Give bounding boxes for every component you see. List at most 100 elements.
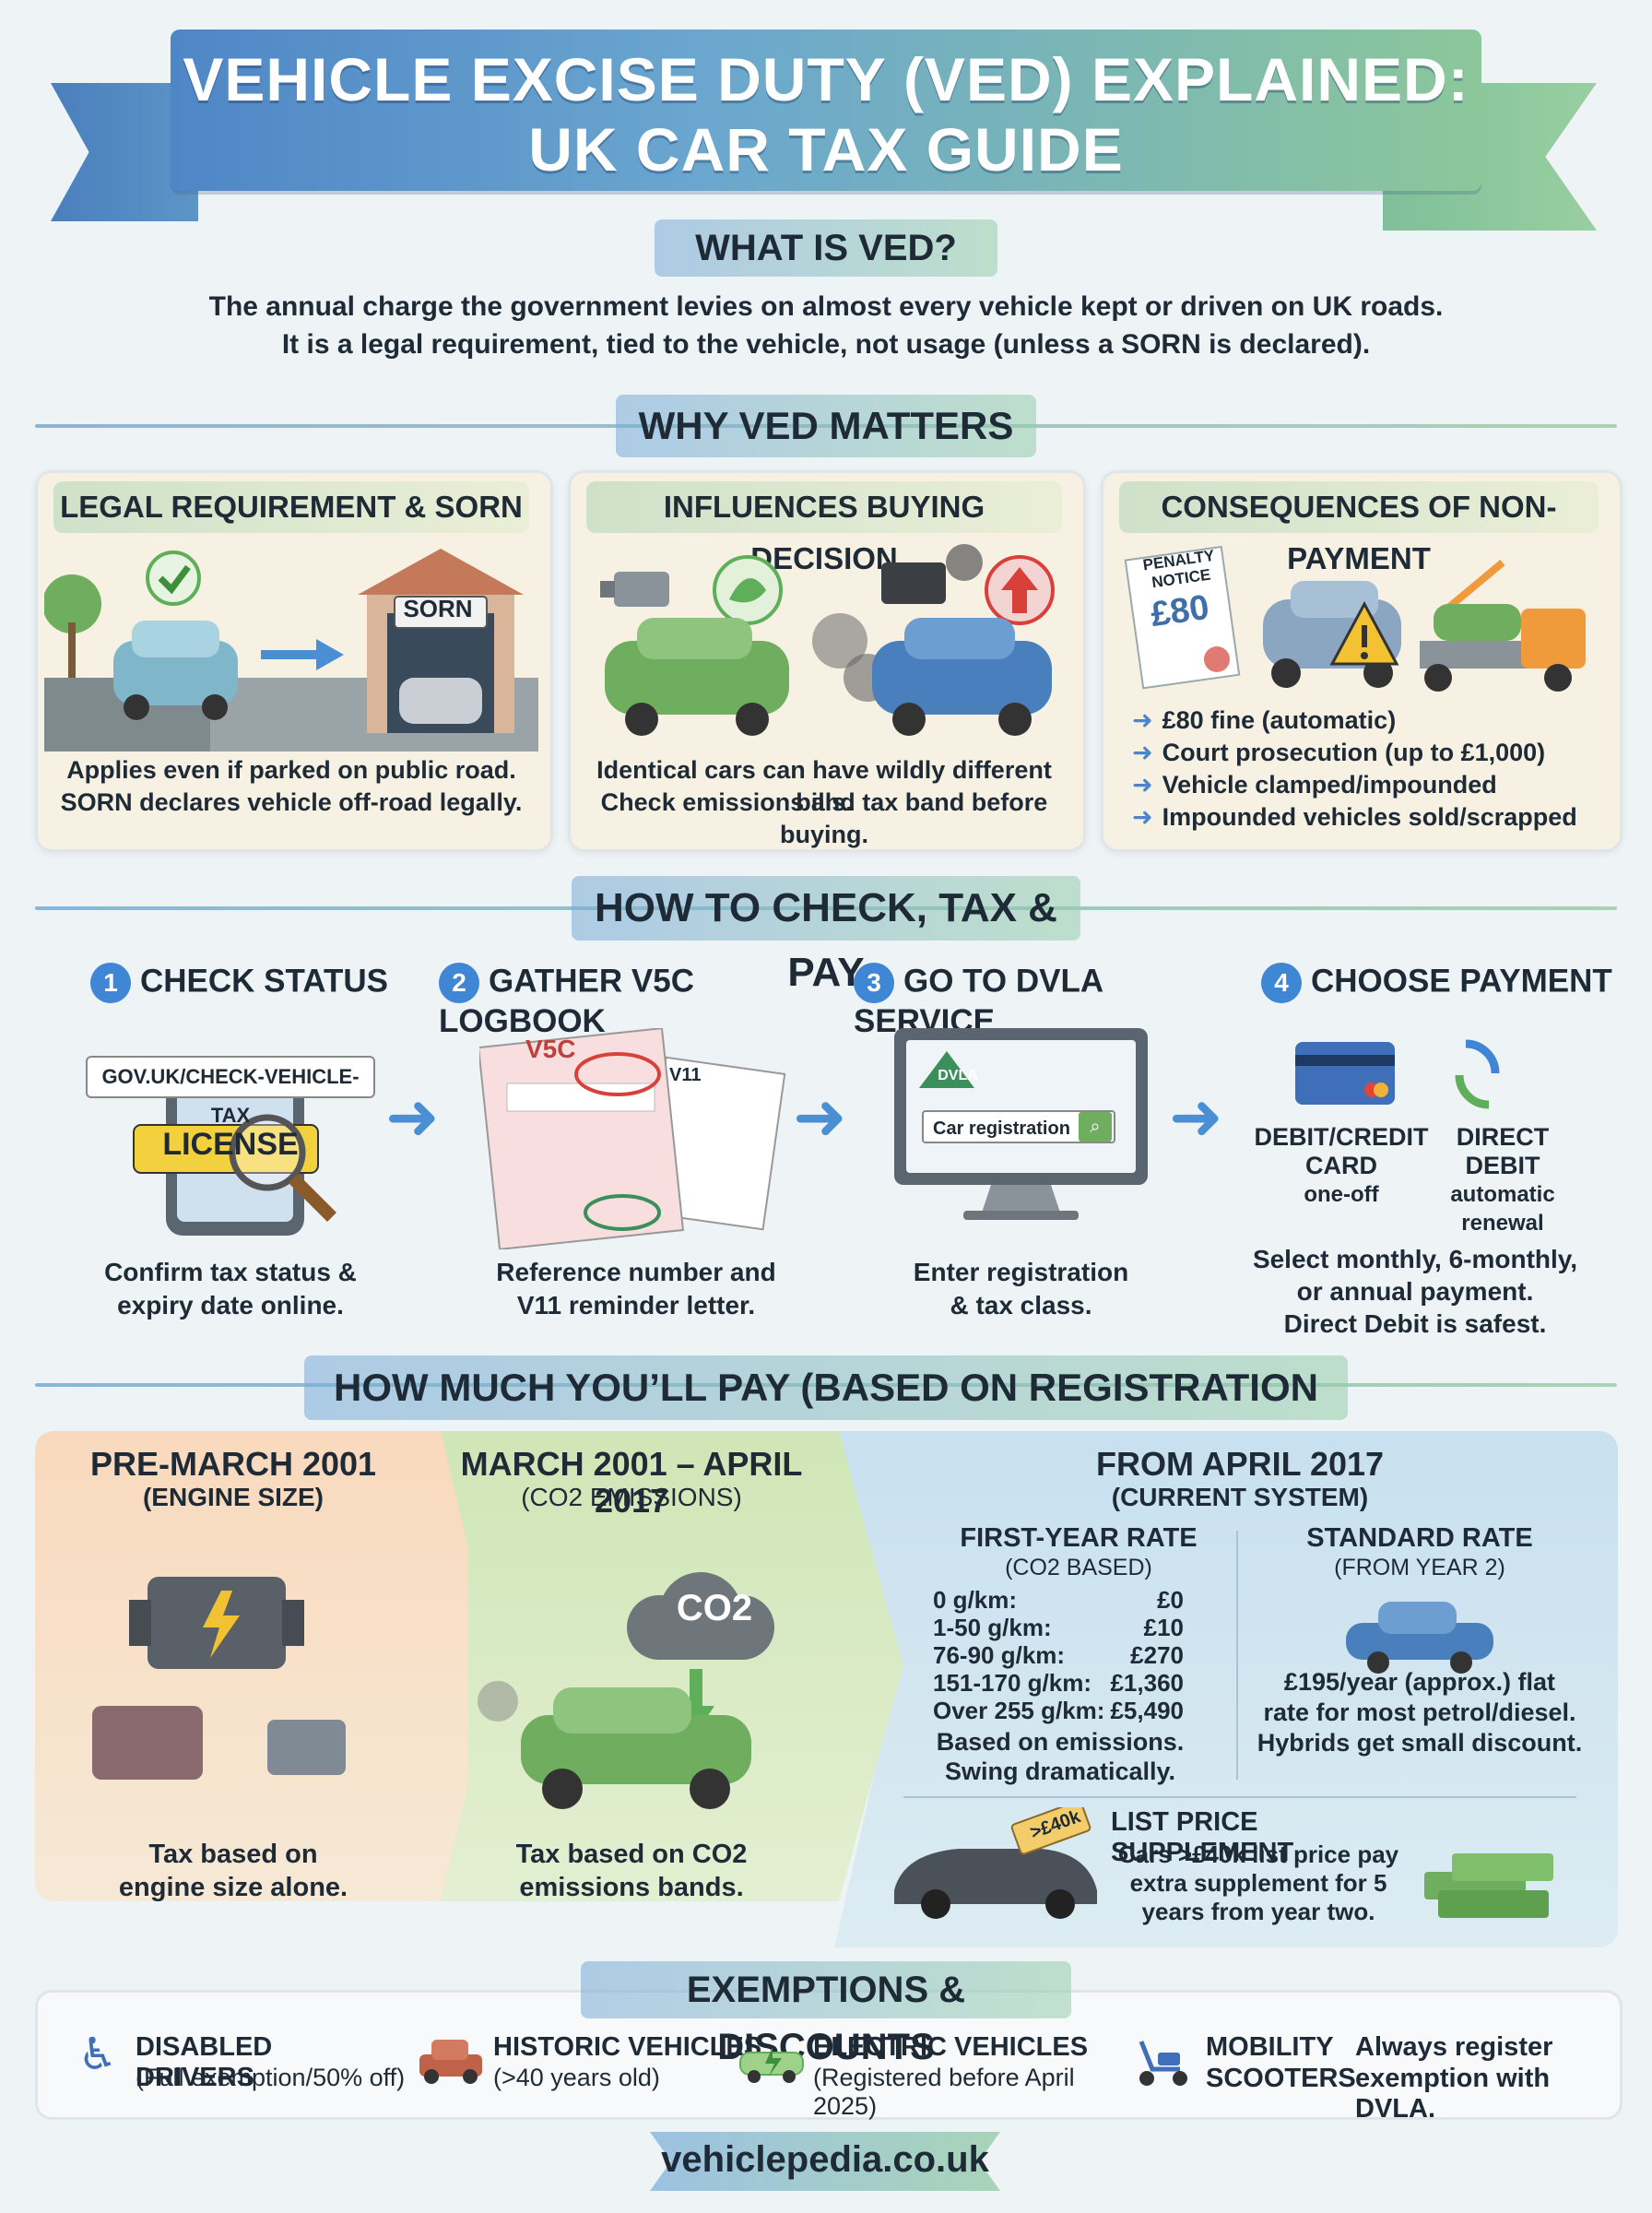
payment-icons: [1295, 1039, 1500, 1109]
step-1-line2: expiry date online.: [117, 1291, 344, 1320]
leaf-icon: [713, 555, 783, 625]
sorn-garage-illustration: [44, 549, 538, 751]
mid-line2: emissions bands.: [519, 1873, 744, 1902]
step-3-line2: & tax class.: [950, 1291, 1092, 1320]
step-3-line1: Enter registration: [913, 1258, 1129, 1286]
first-year-rate-table: 0 g/km:£0 1-50 g/km:£10 76-90 g/km:£270 …: [933, 1586, 1184, 1724]
consequence-item: ➜Court prosecution (up to £1,000): [1132, 739, 1546, 766]
wheelchair-icon: ♿: [77, 2030, 118, 2079]
standard-title: STANDARD RATE: [1306, 1523, 1533, 1553]
exempt-disabled-sub: (Full exemption/50% off): [136, 2064, 406, 2091]
tow-truck-icon: [1420, 559, 1586, 692]
vintage-car-icon: [419, 2040, 482, 2084]
arrow-right-icon: ➜: [1132, 803, 1153, 831]
column-divider: [1236, 1531, 1238, 1780]
card-option[interactable]: DEBIT/CREDIT CARD one-off: [1254, 1123, 1429, 1207]
pre2001-sub: (ENGINE SIZE): [142, 1483, 324, 1511]
title-banner: [171, 30, 1481, 191]
footer-site-link[interactable]: vehiclepedia.co.uk: [661, 2139, 989, 2180]
engines-illustration: [92, 1577, 346, 1780]
supplement-line3: years from year two.: [1141, 1898, 1375, 1925]
standard-line2: rate for most petrol/diesel.: [1263, 1698, 1576, 1726]
page-title-line1: VEHICLE EXCISE DUTY (VED) EXPLAINED:: [183, 45, 1469, 113]
price-up-icon: [985, 555, 1055, 625]
search-icon[interactable]: ⌕: [1079, 1112, 1112, 1142]
direct-debit-option[interactable]: DIRECT DEBIT automatic renewal: [1450, 1123, 1555, 1236]
what-is-ved-line2: It is a legal requirement, tied to the v…: [281, 329, 1371, 360]
comparison-cars-illustration: [600, 544, 1055, 736]
exempt-disabled-title: DISABLED DRIVERS: [136, 2032, 273, 2092]
mid-title: MARCH 2001 – APRIL 2017: [460, 1445, 803, 1520]
exempt-scooter-title2: SCOOTERS: [1206, 2064, 1356, 2093]
step-4-line2: or annual payment.: [1296, 1277, 1534, 1306]
luxury-car-icon: [894, 1807, 1097, 1919]
rate-row: 151-170 g/km:£1,360: [933, 1669, 1184, 1697]
pre2001-line1: Tax based on: [148, 1840, 318, 1869]
step-2-line2: V11 reminder letter.: [516, 1291, 756, 1320]
v5c-logbook-illustration: [479, 1028, 786, 1249]
co2-car-illustration: [478, 1572, 774, 1809]
arrow-right-icon: ➜: [793, 1081, 847, 1153]
arrow-right-icon: ➜: [1132, 706, 1153, 734]
card-buying-line2: Check emissions and tax band before buyi…: [600, 788, 1048, 848]
rate-row: 76-90 g/km:£270: [933, 1641, 1184, 1669]
supplement-line1: Cars >£40k list price pay: [1117, 1840, 1399, 1868]
garage-sign: SORN: [403, 595, 473, 622]
warning-icon: [1329, 600, 1399, 666]
what-is-ved-line1: The annual charge the government levies …: [208, 291, 1444, 322]
footer-ribbon: [650, 2132, 1000, 2191]
mid-line1: Tax based on CO2: [515, 1840, 748, 1869]
step-4-line3: Direct Debit is safest.: [1283, 1309, 1547, 1338]
rate-row: 1-50 g/km:£10: [933, 1614, 1184, 1641]
page-title-line2: UK CAR TAX GUIDE: [528, 115, 1124, 183]
money-stack-icon: [1424, 1853, 1553, 1918]
row-divider: [903, 1796, 1576, 1798]
pre2001-title: PRE-MARCH 2001: [89, 1445, 377, 1483]
card-buying-title: INFLUENCES BUYING DECISION: [586, 481, 1062, 575]
co2-cloud-icon: [627, 1572, 774, 1660]
first-year-title: FIRST-YEAR RATE: [960, 1523, 1198, 1553]
rate-row: Over 255 g/km:£5,490: [933, 1697, 1184, 1724]
penalty-illustration: [1124, 545, 1586, 692]
exempt-historic-sub: (>40 years old): [493, 2064, 660, 2091]
arrow-right-icon: ➜: [385, 1081, 440, 1153]
check-icon: [146, 550, 201, 606]
supplement-line2: extra supplement for 5: [1129, 1869, 1387, 1897]
consequence-item: ➜£80 fine (automatic): [1132, 706, 1397, 734]
panel-2001-2017: [406, 1431, 903, 1901]
engine-icon: [600, 572, 669, 607]
what-is-ved-heading: WHAT IS VED?: [655, 219, 997, 277]
blue-car-icon: [1346, 1602, 1493, 1674]
dvla-logo: DVLA: [938, 1068, 978, 1083]
exempt-electric-title: ELECTRIC VEHICLES: [813, 2032, 1089, 2062]
card-legal-title: LEGAL REQUIREMENT & SORN: [53, 481, 529, 533]
pre2001-line2: engine size alone.: [118, 1873, 348, 1902]
exempt-electric-sub: (Registered before April 2025): [813, 2064, 1075, 2120]
engine-icon: [129, 1577, 304, 1669]
first-year-note2: Swing dramatically.: [944, 1757, 1176, 1785]
consequence-list: ➜£80 fine (automatic) ➜Court prosecution…: [1132, 704, 1602, 834]
step-4-line1: Select monthly, 6-monthly,: [1252, 1245, 1578, 1273]
arrow-right-icon: ➜: [1132, 771, 1153, 799]
pay-heading: HOW MUCH YOU’LL PAY (BASED ON REGISTRATI…: [304, 1355, 1348, 1473]
magnifier-icon: [229, 1114, 336, 1222]
license-plate: LICENSE: [162, 1127, 299, 1162]
renewal-icon: [1455, 1039, 1500, 1109]
gov-url-box[interactable]: GOV.UK/CHECK-VEHICLE-TAX: [86, 1056, 375, 1127]
mid-sub: (CO2 EMISSIONS): [521, 1483, 742, 1511]
consequence-item: ➜Vehicle clamped/impounded: [1132, 771, 1497, 799]
exempt-scooter-title1: MOBILITY: [1206, 2032, 1334, 2062]
black-engine-icon: [881, 544, 983, 604]
co2-label: CO2: [676, 1588, 753, 1628]
exempt-note-line2: exemption with DVLA.: [1355, 2064, 1551, 2124]
v5c-label: V5C: [525, 1035, 576, 1063]
card-buying-line1: Identical cars can have wildly different…: [596, 756, 1052, 816]
rate-row: 0 g/km:£0: [933, 1586, 1184, 1614]
v11-label: V11: [669, 1065, 702, 1085]
why-ved-heading: WHY VED MATTERS: [616, 395, 1036, 457]
card-legal-line2: SORN declares vehicle off-road legally.: [60, 788, 523, 816]
